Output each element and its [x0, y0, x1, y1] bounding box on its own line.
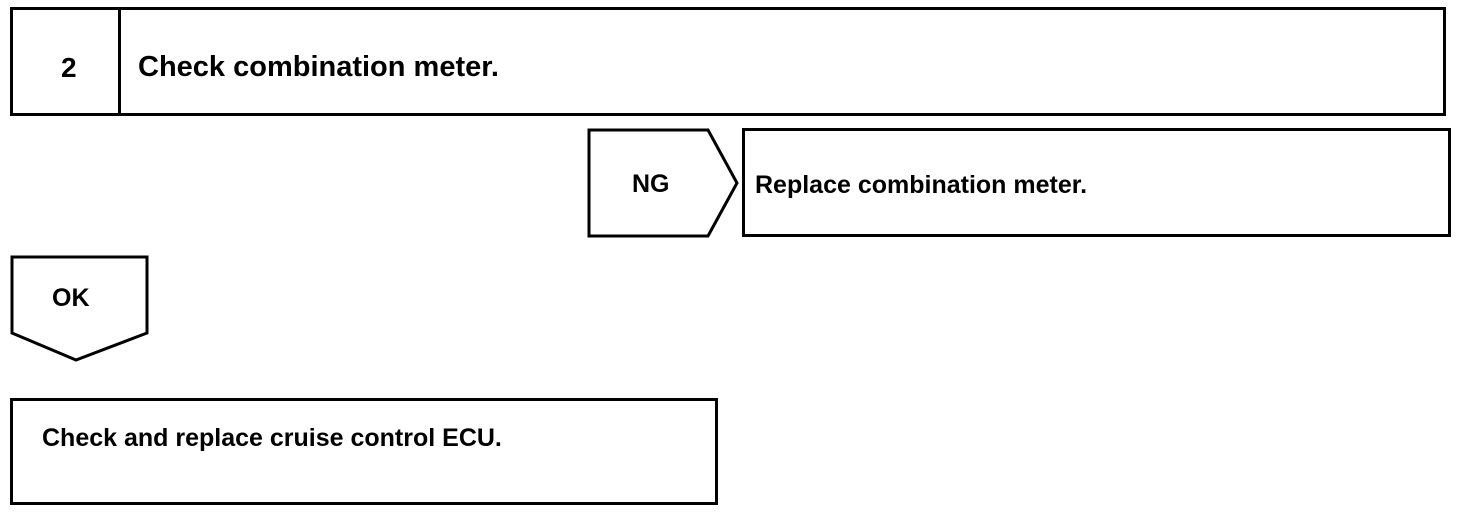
final-action-box: Check and replace cruise control ECU. — [10, 398, 718, 505]
ng-label: NG — [632, 170, 670, 198]
ok-label: OK — [52, 284, 90, 312]
ng-result-box: Replace combination meter. — [742, 128, 1451, 237]
ng-result-text: Replace combination meter. — [755, 171, 1088, 199]
final-action-text: Check and replace cruise control ECU. — [42, 424, 502, 452]
step-divider — [118, 10, 121, 113]
step-number: 2 — [61, 52, 77, 83]
step-box: 2 Check combination meter. — [10, 7, 1446, 116]
step-title: Check combination meter. — [138, 51, 499, 83]
